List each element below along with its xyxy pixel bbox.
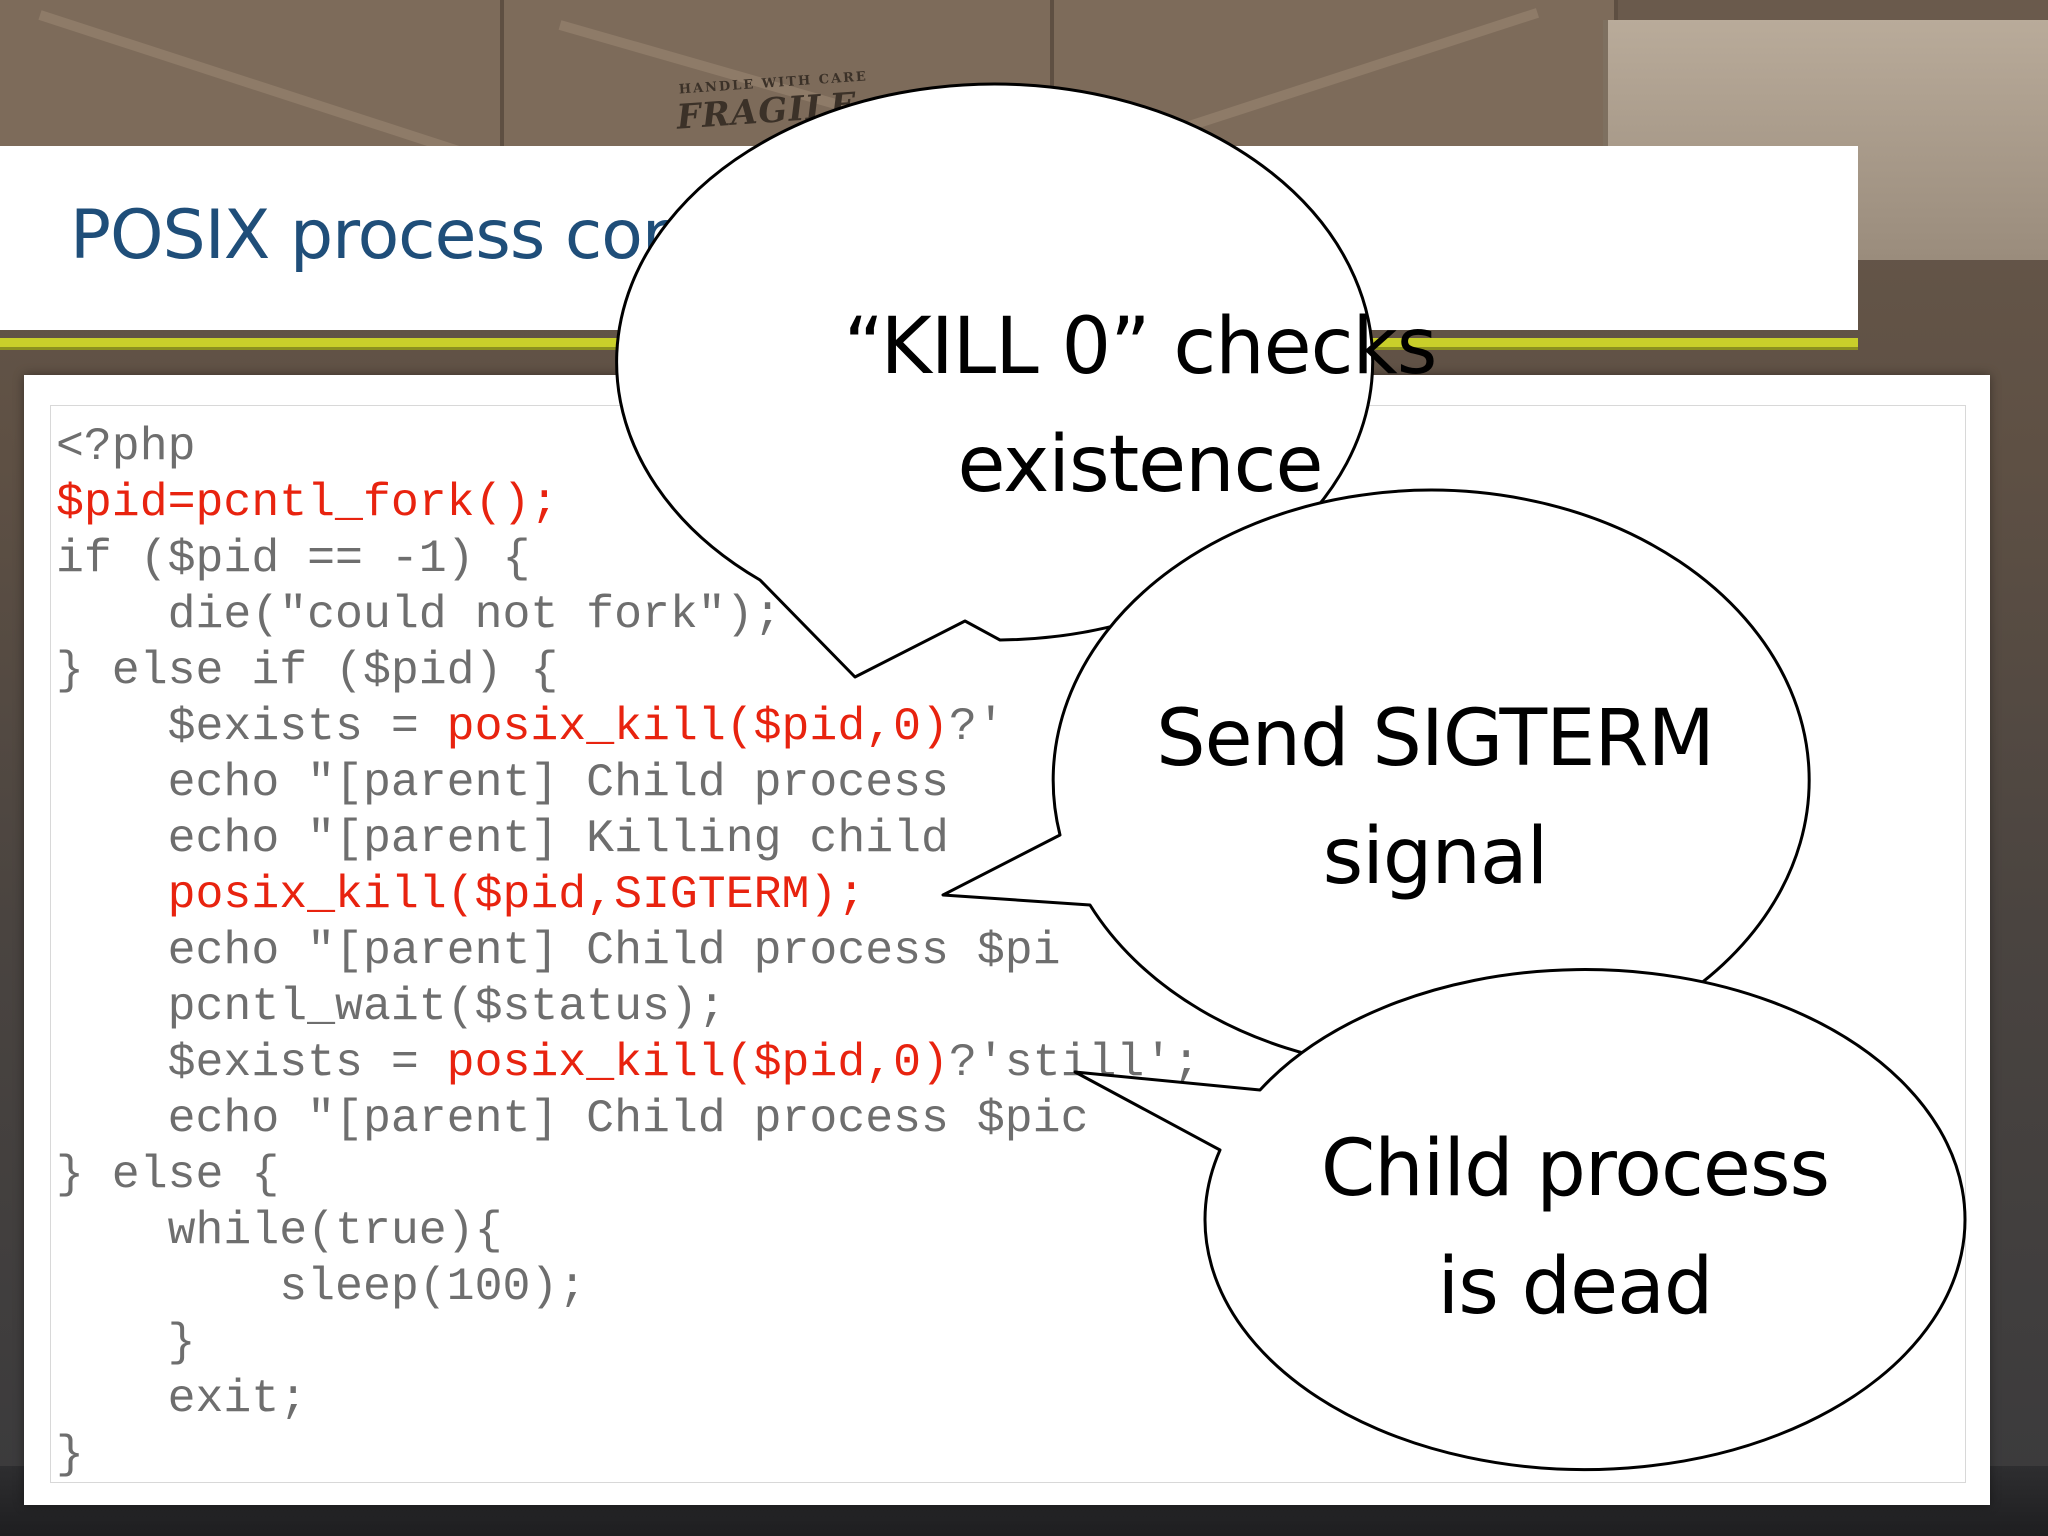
code-line: } else { [56, 1147, 1786, 1203]
callout-dead: Child process is dead [1195, 1110, 1955, 1346]
callout-kill0-line1: “KILL 0” checks [843, 302, 1438, 392]
code-line: } else if ($pid) { [56, 643, 1786, 699]
code-text: <?php [56, 420, 196, 473]
code-text: echo "[parent] Child process $pic [56, 1092, 1089, 1145]
callout-sigterm: Send SIGTERM signal [1055, 680, 1815, 916]
callout-sigterm-line2: signal [1322, 812, 1549, 902]
code-text: } [56, 1316, 196, 1369]
callout-dead-line1: Child process [1320, 1124, 1830, 1214]
code-text: $exists = [56, 1036, 447, 1089]
code-text: if ($pid == -1) { [56, 532, 531, 585]
code-text: die("could not fork"); [56, 588, 782, 641]
code-highlight: posix_kill($pid,SIGTERM); [167, 868, 866, 921]
code-text: echo "[parent] Child process $pi [56, 924, 1061, 977]
code-highlight: posix_kill($pid,0) [446, 700, 949, 753]
code-line: sleep(100); [56, 1259, 1786, 1315]
code-text: $exists = [56, 700, 447, 753]
code-line: echo "[parent] Child process $pi [56, 923, 1786, 979]
code-line: while(true){ [56, 1203, 1786, 1259]
code-line: if ($pid == -1) { [56, 531, 1786, 587]
code-text: echo "[parent] Child process [56, 756, 1675, 809]
code-text: sleep(100); [56, 1260, 587, 1313]
code-line: posix_kill($pid,SIGTERM); [56, 867, 1786, 923]
code-text: } [56, 1428, 84, 1481]
code-line: die("could not fork"); [56, 587, 1786, 643]
callout-dead-line2: is dead [1437, 1242, 1714, 1332]
callout-dead-shape [1073, 968, 1967, 1472]
code-highlight: posix_kill($pid,0) [446, 1036, 949, 1089]
code-text: exit; [56, 1372, 308, 1425]
code-text: pcntl_wait($status); [56, 980, 726, 1033]
code-line: $pid=pcntl_fork(); [56, 475, 1786, 531]
code-text: echo "[parent] Killing child [56, 812, 977, 865]
code-line: } [56, 1315, 1786, 1371]
code-line: pcntl_wait($status); [56, 979, 1786, 1035]
callout-sigterm-line1: Send SIGTERM [1156, 694, 1715, 784]
code-line: echo "[parent] Killing child [56, 811, 1786, 867]
code-line: <?php [56, 419, 1786, 475]
code-line: } [56, 1427, 1786, 1483]
code-text: } else { [56, 1148, 280, 1201]
code-line: exit; [56, 1371, 1786, 1427]
callout-kill0: “KILL 0” checks existence [760, 288, 1520, 524]
code-text: while(true){ [56, 1204, 503, 1257]
code-text: ?' [948, 700, 1005, 753]
callout-kill0-line2: existence [957, 420, 1324, 510]
code-line: echo "[parent] Child process $pic [56, 1091, 1786, 1147]
code-highlight: $pid=pcntl_fork(); [56, 476, 559, 529]
code-line: $exists = posix_kill($pid,0)?' [56, 699, 1786, 755]
code-text: } else if ($pid) { [56, 644, 559, 697]
